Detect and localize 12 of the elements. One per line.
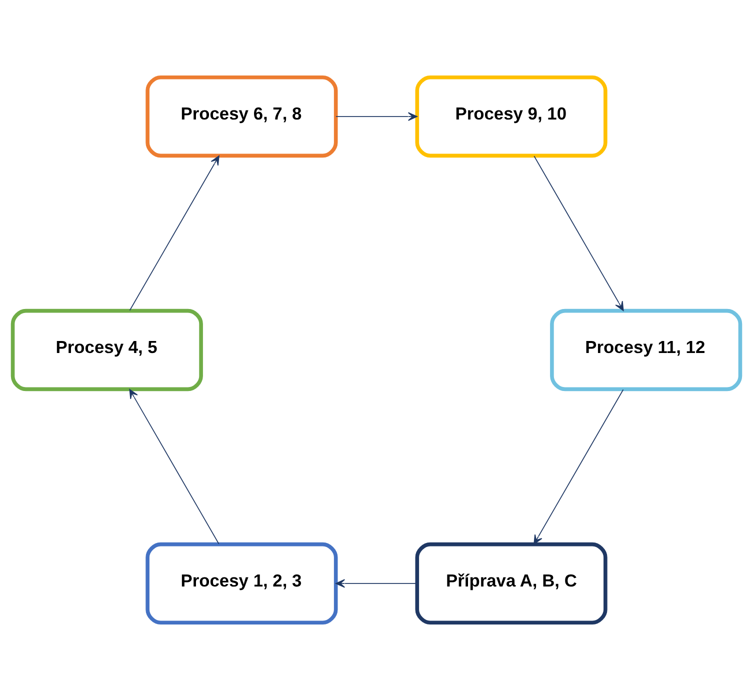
node-box: Procesy 1, 2, 3 [146, 542, 338, 624]
node-box: Procesy 4, 5 [10, 308, 203, 391]
node-box: Procesy 9, 10 [415, 74, 608, 158]
arrow [534, 388, 624, 544]
arrow [336, 578, 418, 588]
arrow [336, 112, 418, 120]
arrow [129, 388, 220, 544]
arrow [129, 155, 220, 310]
node-box: Procesy 11, 12 [550, 308, 742, 391]
arrow [534, 155, 624, 311]
node-box: Příprava A, B, C [415, 542, 608, 624]
node-box: Procesy 6, 7, 8 [146, 74, 338, 158]
